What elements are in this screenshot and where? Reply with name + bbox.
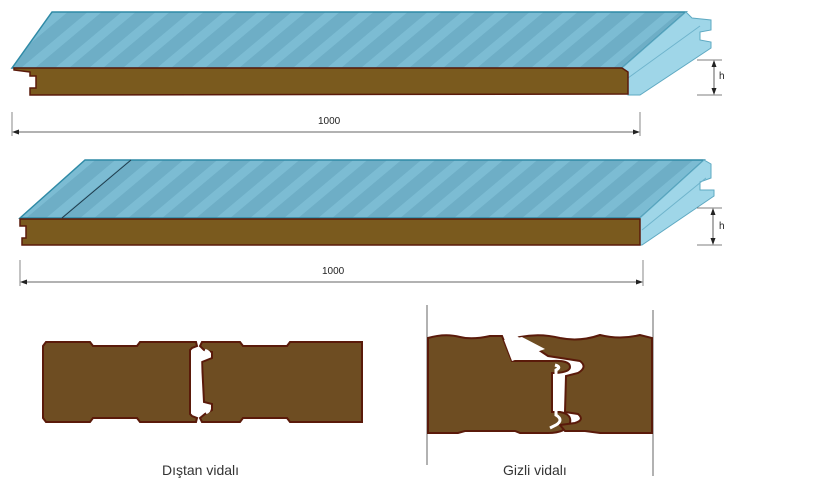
panel-2-top-face (18, 159, 706, 219)
panel-2-width-label: 1000 (322, 266, 345, 277)
panel-1-height-label: h (719, 71, 725, 82)
panel-2-foam-core (19, 218, 641, 246)
joint-1-caption: Dıştan vidalı (162, 462, 240, 478)
joint-external-screw (42, 341, 363, 423)
panel-2-seam-line (61, 159, 132, 219)
joint-hidden-screw (426, 305, 654, 476)
joint-2-caption: Gizli vidalı (503, 462, 567, 478)
panel-1-foam-core (13, 67, 629, 96)
panel-1-width-label: 1000 (318, 116, 341, 127)
panel-1-top-face (10, 11, 688, 69)
panel-1 (10, 11, 722, 136)
panel-2 (18, 159, 722, 286)
panel-2-height-label: h (719, 221, 725, 232)
